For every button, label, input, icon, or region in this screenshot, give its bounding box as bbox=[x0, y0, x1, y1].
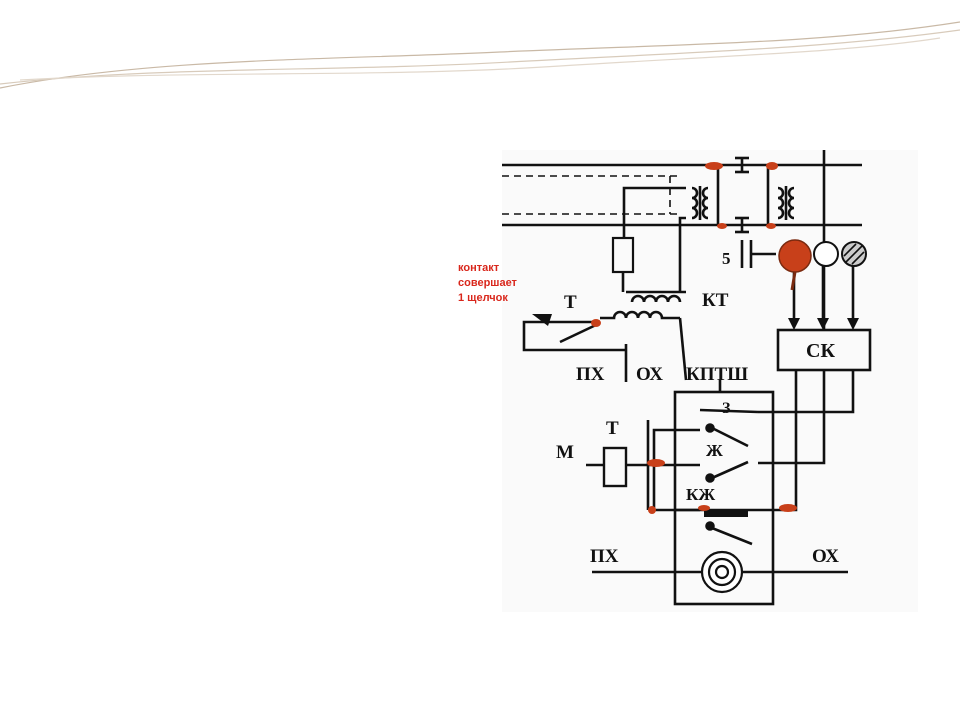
annotation-line-3: 1 щелчок bbox=[458, 292, 508, 304]
current-flow-markers bbox=[532, 162, 797, 514]
diagram-labels: Т КТ 5 ПХ ОХ КПТШ З М Т Ж КЖ СК ПХ ОХ bbox=[556, 249, 839, 567]
indicator-circles bbox=[778, 239, 867, 291]
dashed-enclosure bbox=[502, 175, 680, 215]
white-indicator bbox=[813, 241, 839, 267]
label-5: 5 bbox=[722, 249, 731, 268]
kptsh-box bbox=[673, 390, 775, 606]
red-indicator bbox=[778, 239, 812, 273]
label-t-top: Т bbox=[564, 292, 577, 313]
label-t-mid: Т bbox=[606, 418, 619, 439]
label-kt: КТ bbox=[702, 290, 729, 311]
t-contact-wire bbox=[522, 320, 625, 352]
annotation-line-1: контакт bbox=[458, 262, 500, 274]
kt-feed-wire-2 bbox=[678, 216, 686, 292]
transformer-right bbox=[766, 165, 795, 225]
kt-transformer bbox=[600, 290, 688, 382]
annotation-line-2: совершает bbox=[458, 277, 517, 289]
label-ox-bottom: ОХ bbox=[812, 546, 839, 567]
bell-coil-symbol bbox=[700, 550, 744, 594]
label-sk: СК bbox=[806, 340, 835, 362]
schematic-diagram bbox=[502, 150, 872, 606]
capacitor-5 bbox=[740, 240, 776, 268]
label-px-left: ПХ bbox=[576, 364, 605, 385]
label-m: М bbox=[556, 442, 574, 463]
rail-capacitor-lower bbox=[735, 216, 749, 234]
label-kptsh: КПТШ bbox=[686, 364, 748, 385]
switch-zh bbox=[705, 460, 749, 483]
relay-t bbox=[602, 446, 628, 488]
rail-capacitor-upper bbox=[735, 156, 749, 174]
diagram-background bbox=[502, 150, 918, 612]
switch-kzh bbox=[704, 511, 753, 546]
contact-click-annotation: контакт совершает 1 щелчок bbox=[458, 261, 568, 306]
transformer-left bbox=[691, 165, 720, 225]
switch-z bbox=[699, 408, 759, 448]
label-kzh: КЖ bbox=[686, 485, 715, 504]
label-px-bottom: ПХ bbox=[590, 546, 619, 567]
t-contact-lever bbox=[559, 322, 599, 344]
label-z: З bbox=[722, 400, 731, 417]
kt-feed-wire bbox=[622, 186, 686, 238]
label-zh: Ж bbox=[706, 441, 723, 460]
label-ox-left: ОХ bbox=[636, 364, 663, 385]
header-swoosh-decoration bbox=[0, 21, 960, 89]
